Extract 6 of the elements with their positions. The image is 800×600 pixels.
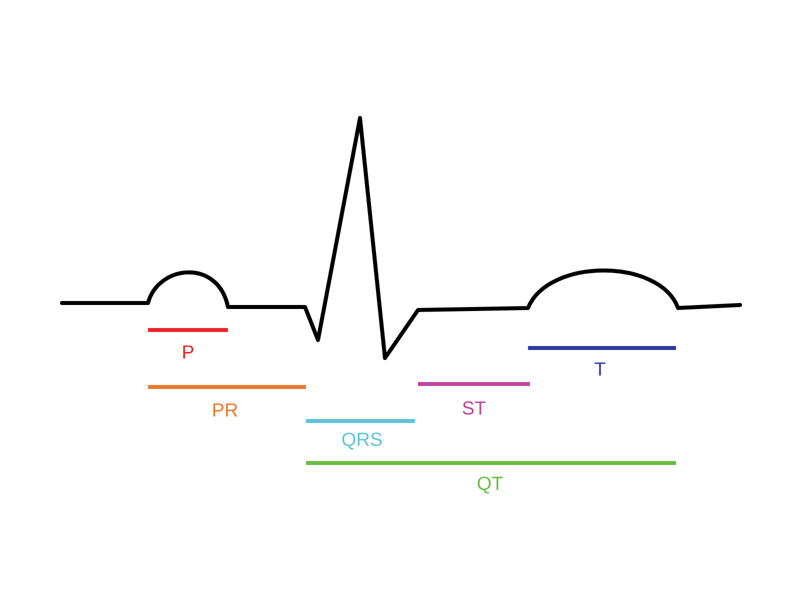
- interval-label: P: [183, 345, 194, 359]
- interval-label: T: [594, 362, 606, 376]
- interval-label: QRS: [342, 432, 382, 450]
- interval-label: ST: [462, 401, 486, 415]
- interval-label: QT: [478, 476, 503, 494]
- interval-label: PR: [213, 403, 238, 417]
